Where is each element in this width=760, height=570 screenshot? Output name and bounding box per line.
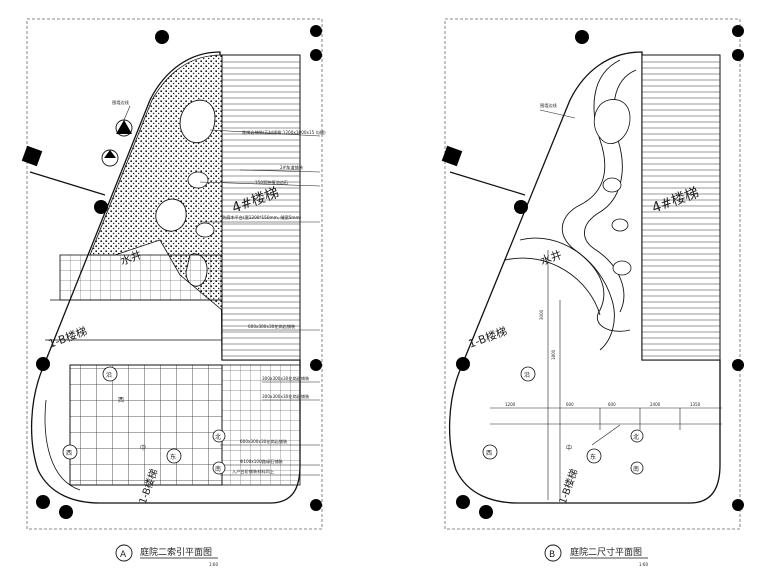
caption-scale: 1:60 <box>209 562 218 567</box>
panel-b-marker <box>441 145 463 167</box>
panel-a-outline <box>30 51 301 504</box>
svg-text:中: 中 <box>566 444 572 452</box>
left-note: 围墙边线 <box>112 99 130 106</box>
svg-text:东: 东 <box>590 453 596 461</box>
caption-letter: A <box>120 550 127 560</box>
svg-text:600: 600 <box>566 402 574 407</box>
note-3: 150宽种植池边石 <box>255 179 288 186</box>
panel-a-caption: A 庭院二索引平面图 1:60 <box>115 544 218 567</box>
svg-text:南: 南 <box>215 465 221 473</box>
panel-a-paving-band <box>59 254 223 301</box>
svg-text:3000: 3000 <box>539 309 544 320</box>
svg-text:庭院二尺寸平面图: 庭院二尺寸平面图 <box>570 546 642 558</box>
panel-b-stone <box>593 99 631 144</box>
panel-b-dimensions <box>490 250 722 500</box>
svg-text:沿: 沿 <box>524 371 530 379</box>
svg-text:西: 西 <box>66 450 72 457</box>
panel-a-side-paving <box>221 364 301 486</box>
panel-b-deck <box>641 54 721 361</box>
note-1: 花岗岩铺装(石材规格:1200x1000x15 勾缝) <box>242 129 326 136</box>
panel-a-section-symbol <box>101 119 133 167</box>
panel-a-index-circles: 沿 西 东 北 南 西 中 <box>62 366 226 475</box>
note-2: 2#车道铺装 <box>280 164 304 171</box>
panel-b-frame <box>444 18 741 530</box>
svg-text:1:60: 1:60 <box>639 562 648 567</box>
panel-b-caption: B 庭院二尺寸平面图 1:60 <box>544 544 648 567</box>
note-7: 300x300x30花岗岩铺装 <box>262 393 310 400</box>
panel-a-stone <box>179 99 216 144</box>
svg-text:沿: 沿 <box>106 371 112 379</box>
svg-text:1200: 1200 <box>505 402 516 407</box>
panel-a-leaders <box>123 105 321 476</box>
svg-text:东: 东 <box>170 453 176 461</box>
svg-text:1350: 1350 <box>690 402 701 407</box>
note-6: 300x300x30花岗岩铺装 <box>262 375 310 382</box>
svg-text:西: 西 <box>118 397 124 404</box>
panel-a-marker <box>21 145 43 167</box>
panel-b-stair-bottom: 1-B楼梯 <box>556 467 581 506</box>
svg-text:北: 北 <box>633 433 639 441</box>
panel-a-stair-top: 1-B楼梯 <box>46 324 88 351</box>
svg-text:1800: 1800 <box>551 349 556 360</box>
panel-a-columns <box>36 25 322 519</box>
panel-b-outline <box>448 51 721 504</box>
svg-text:600: 600 <box>608 402 616 407</box>
panel-a-frame <box>26 18 323 530</box>
svg-text:中: 中 <box>140 444 146 452</box>
svg-text:2400: 2400 <box>650 402 661 407</box>
panel-b-stair-top: 1-B楼梯 <box>466 324 508 351</box>
note-4: 防腐木平台(宽1200*150mm, 缝宽5mm) <box>222 214 302 221</box>
note-10: 入户台阶铺装材料同上 <box>232 468 274 475</box>
panel-a-stone <box>155 198 187 232</box>
svg-text:南: 南 <box>633 465 639 473</box>
panel-b: 1200 600 600 2400 1350 3000 1800 围墙边线 4#… <box>441 18 744 567</box>
panel-a-grid-paving <box>69 364 223 486</box>
panel-a-notes: 花岗岩铺装(石材规格:1200x1000x15 勾缝) 2#车道铺装 150宽种… <box>112 99 326 475</box>
svg-text:北: 北 <box>215 433 221 441</box>
panel-b-index-circles: 沿 西 东 北 南 中 <box>482 366 644 475</box>
svg-text:B: B <box>549 550 555 560</box>
svg-text:西: 西 <box>486 450 492 457</box>
panel-a: 花岗岩铺装(石材规格:1200x1000x15 勾缝) 2#车道铺装 150宽种… <box>21 18 326 567</box>
panel-b-columns <box>456 25 744 519</box>
panel-b-left-note: 围墙边线 <box>540 102 558 109</box>
note-8: 600x300x30花岗岩铺装 <box>240 438 288 445</box>
note-9: Φ100x100路缘石铺装 <box>240 458 284 465</box>
caption-title: 庭院二索引平面图 <box>140 546 212 558</box>
panel-a-deck <box>221 54 301 361</box>
note-5: 600x300x30花岗岩铺装 <box>248 323 296 330</box>
panel-b-water-label: 水井 <box>538 247 563 268</box>
panel-b-dim-labels: 1200 600 600 2400 1350 3000 1800 <box>505 309 701 407</box>
